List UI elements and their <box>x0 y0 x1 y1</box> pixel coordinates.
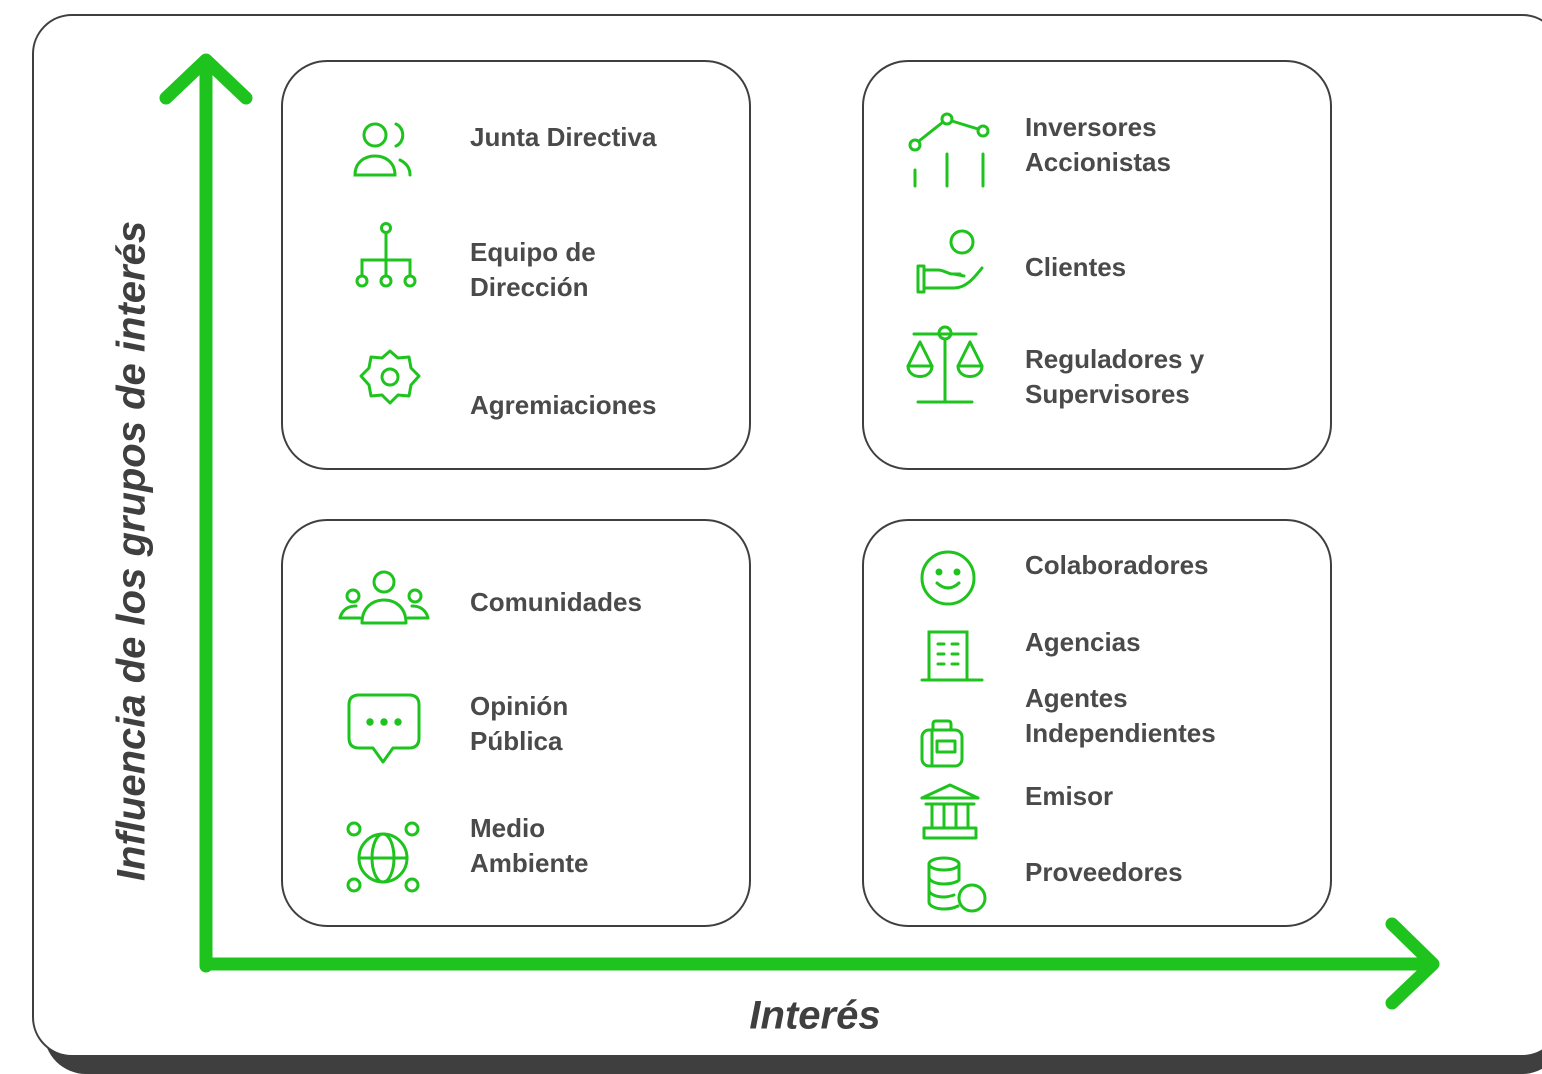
building-icon <box>920 628 984 684</box>
y-axis-arrow <box>159 53 253 105</box>
globe-network-icon <box>345 820 425 900</box>
item-label-junta-directiva: Junta Directiva <box>470 122 657 152</box>
investment-chart-icon <box>905 110 995 190</box>
database-icon <box>924 854 990 914</box>
community-icon <box>338 568 430 630</box>
item-label-agremiaciones: Agremiaciones <box>470 390 657 420</box>
briefcase-icon <box>918 718 968 770</box>
smiley-icon <box>918 548 978 608</box>
item-label-proveedores: Proveedores <box>1025 857 1183 887</box>
quadrant-top-left <box>281 60 751 470</box>
bank-icon <box>918 782 982 844</box>
x-axis-label: Interés <box>749 993 881 1038</box>
people-icon <box>350 118 420 178</box>
item-label-emisor: Emisor <box>1025 781 1114 811</box>
item-label-colaboradores: Colaboradores <box>1025 550 1209 580</box>
scale-icon <box>900 320 990 410</box>
hand-person-icon <box>910 228 990 298</box>
item-label-clientes: Clientes <box>1025 252 1127 282</box>
org-chart-icon <box>350 220 420 290</box>
y-axis-label: Influencia de los grupos de interés <box>109 220 154 882</box>
item-label-agencias: Agencias <box>1025 627 1141 657</box>
chat-bubble-icon <box>345 690 425 770</box>
gear-icon <box>358 348 422 406</box>
item-label-comunidades: Comunidades <box>470 587 642 617</box>
x-axis-arrow <box>1385 917 1440 1010</box>
